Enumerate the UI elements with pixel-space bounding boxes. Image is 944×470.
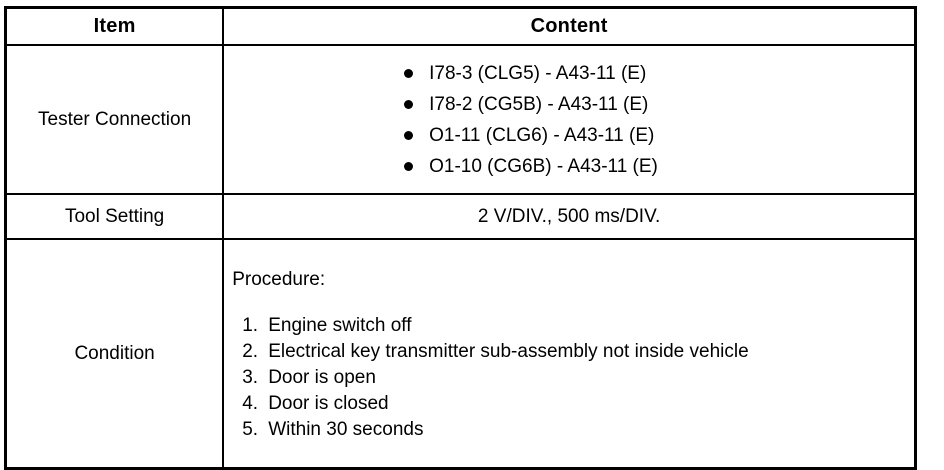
table-row-condition: Condition Procedure: 1. Engine switch of… <box>4 238 917 470</box>
step-text: Door is open <box>268 366 376 388</box>
step-text: Within 30 seconds <box>268 418 424 440</box>
filled-circle-bullet-icon <box>404 100 414 109</box>
list-item: I78-3 (CLG5) - A43-11 (E) <box>404 58 734 89</box>
procedure-step-list: 1. Engine switch off 2. Electrical key t… <box>232 315 910 445</box>
list-item: 1. Engine switch off <box>232 315 910 341</box>
table-row-tool-setting: Tool Setting 2 V/DIV., 500 ms/DIV. <box>4 193 917 240</box>
list-item: O1-11 (CLG6) - A43-11 (E) <box>404 120 734 151</box>
connection-text: I78-2 (CG5B) - A43-11 (E) <box>429 93 649 115</box>
specification-table: Item Content Tester Connection I78-3 (CL… <box>4 6 917 470</box>
step-number: 4. <box>242 392 259 414</box>
step-text: Door is closed <box>268 392 389 414</box>
column-header-content: Content <box>222 6 917 46</box>
cell-tool-setting-content: 2 V/DIV., 500 ms/DIV. <box>222 193 917 240</box>
list-item: 4. Door is closed <box>232 393 910 419</box>
procedure-block: Procedure: 1. Engine switch off 2. Elect… <box>224 255 914 453</box>
table-row-tester-connection: Tester Connection I78-3 (CLG5) - A43-11 … <box>4 44 917 195</box>
tool-setting-value: 2 V/DIV., 500 ms/DIV. <box>477 205 661 227</box>
cell-tester-connection-content: I78-3 (CLG5) - A43-11 (E) I78-2 (CG5B) -… <box>222 44 917 195</box>
column-header-item: Item <box>4 6 225 46</box>
list-item: 5. Within 30 seconds <box>232 419 910 445</box>
filled-circle-bullet-icon <box>404 131 414 140</box>
list-item: I78-2 (CG5B) - A43-11 (E) <box>404 89 734 120</box>
step-text: Electrical key transmitter sub-assembly … <box>268 340 749 362</box>
row-label-tool-setting: Tool Setting <box>4 193 225 240</box>
list-item: 3. Door is open <box>232 367 910 393</box>
connection-list: I78-3 (CLG5) - A43-11 (E) I78-2 (CG5B) -… <box>404 58 734 182</box>
connection-text: O1-11 (CLG6) - A43-11 (E) <box>429 124 655 146</box>
connection-bullet-block: I78-3 (CLG5) - A43-11 (E) I78-2 (CG5B) -… <box>224 46 914 193</box>
row-label-condition: Condition <box>4 238 225 470</box>
procedure-title: Procedure: <box>232 268 326 290</box>
step-number: 3. <box>242 366 259 388</box>
filled-circle-bullet-icon <box>404 69 414 78</box>
list-item: 2. Electrical key transmitter sub-assemb… <box>232 341 910 367</box>
step-number: 2. <box>242 340 259 362</box>
step-number: 5. <box>242 418 259 440</box>
connection-text: I78-3 (CLG5) - A43-11 (E) <box>429 62 647 84</box>
cell-condition-content: Procedure: 1. Engine switch off 2. Elect… <box>222 238 917 470</box>
connection-text: O1-10 (CG6B) - A43-11 (E) <box>429 155 658 177</box>
table-header-row: Item Content <box>4 6 917 46</box>
list-item: O1-10 (CG6B) - A43-11 (E) <box>404 151 734 182</box>
step-text: Engine switch off <box>268 314 412 336</box>
step-number: 1. <box>242 314 259 336</box>
filled-circle-bullet-icon <box>404 162 414 171</box>
row-label-tester-connection: Tester Connection <box>4 44 225 195</box>
